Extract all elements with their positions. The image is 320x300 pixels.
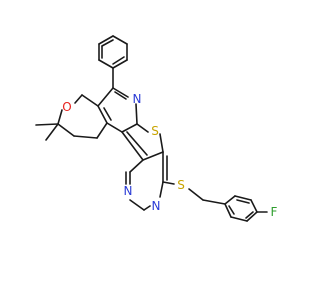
bond [224, 203, 232, 218]
bond [98, 59, 114, 69]
fluorine-label: F [271, 205, 278, 219]
atom-labels: O N S N N S F [62, 92, 277, 219]
bond [112, 56, 125, 65]
bond [188, 188, 204, 201]
bond [106, 122, 123, 133]
bond [121, 123, 138, 133]
bond [245, 211, 254, 219]
sulfur-label: S [151, 124, 159, 138]
pyrimidine-nitrogen-2-atom: N [152, 199, 161, 213]
bond [98, 35, 114, 45]
bond [103, 107, 112, 121]
bond [57, 109, 63, 125]
bond [236, 199, 250, 204]
bond [112, 59, 128, 69]
bond [129, 199, 145, 211]
bond [97, 87, 114, 107]
molecule-diagram: O N S N N S F [35, 35, 278, 222]
thioether-sulfur-atom: S [177, 178, 185, 192]
sulfur-label: S [177, 178, 185, 192]
pyridine-nitrogen-atom: N [133, 92, 142, 106]
bond [73, 135, 98, 139]
bond [57, 123, 75, 137]
bond [97, 105, 108, 124]
bond [129, 159, 144, 173]
bond [159, 133, 164, 153]
bond [112, 35, 128, 45]
oxygen-atom: O [62, 100, 71, 114]
structure-canvas: O N S N N S F [35, 35, 278, 222]
bond [35, 123, 59, 126]
bond [224, 195, 236, 205]
bond [246, 211, 258, 222]
bond [101, 39, 114, 47]
bond [136, 123, 149, 133]
fluorine-atom: F [271, 205, 278, 219]
bond [202, 199, 226, 205]
bond [112, 87, 129, 98]
nitrogen-label: N [124, 184, 133, 198]
bond [159, 181, 164, 198]
bond [114, 91, 127, 100]
bond [228, 205, 235, 215]
ring-sulfur-atom: S [151, 124, 159, 138]
oxygen-label: O [62, 100, 71, 114]
bond [142, 151, 164, 161]
bond [45, 123, 59, 141]
bond [234, 195, 252, 201]
bond [126, 131, 148, 156]
bond [121, 131, 144, 161]
bond [74, 94, 83, 104]
bond [162, 181, 175, 185]
bond [96, 122, 108, 139]
bond [230, 216, 248, 222]
bond [135, 103, 138, 125]
nitrogen-label: N [152, 199, 161, 213]
bond [250, 199, 258, 213]
bonds [35, 35, 268, 222]
bond [81, 94, 99, 107]
bond [143, 205, 151, 211]
nitrogen-label: N [133, 92, 142, 106]
pyrimidine-nitrogen-1-atom: N [124, 184, 133, 198]
